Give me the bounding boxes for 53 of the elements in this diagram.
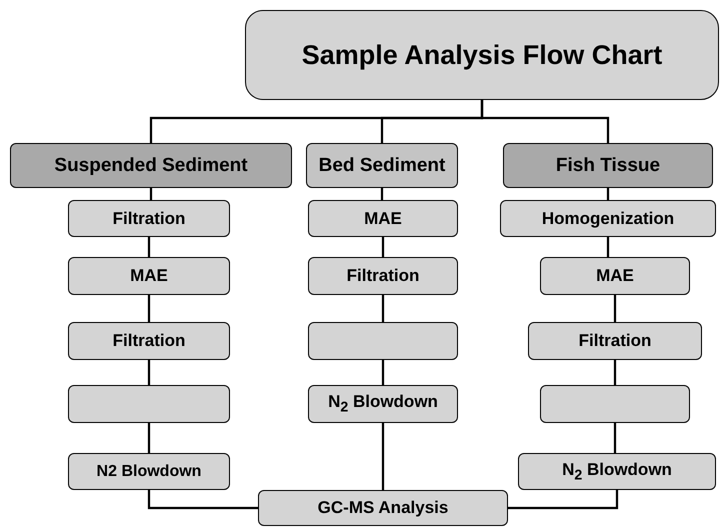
process-box (308, 257, 458, 295)
step-label: Filtration (578, 331, 652, 351)
process-box (500, 200, 716, 237)
connector-line (480, 100, 610, 143)
step-label: Filtration (112, 208, 186, 228)
connector-line (148, 237, 150, 257)
step-label: MAE (130, 266, 168, 286)
process-box (258, 490, 508, 526)
step-label: MAE (596, 266, 634, 286)
process-box (68, 200, 230, 237)
connector-line (614, 295, 616, 322)
step-label: N$_{2}$ Blowdown (328, 392, 438, 416)
connector-line (614, 423, 616, 453)
process-box (10, 143, 292, 188)
step-label: Suspended Sediment (54, 154, 248, 176)
process-box (68, 257, 230, 295)
connector-line (382, 423, 384, 490)
process-box (528, 322, 702, 360)
connector-line (148, 295, 150, 322)
connector-line (606, 237, 610, 257)
connector-line (148, 423, 150, 453)
step-label: GC-MS Analysis (318, 498, 448, 518)
step-label: MAE (364, 208, 402, 228)
step-label: Filtration (346, 266, 420, 286)
connector-line (606, 188, 610, 200)
connector-line (382, 237, 384, 257)
step-label: Filtration (112, 331, 186, 351)
connector-line (148, 360, 150, 385)
empty-box (68, 385, 230, 423)
connector-line (614, 360, 616, 385)
step-label: Homogenization (542, 208, 674, 228)
process-box (68, 453, 230, 490)
empty-box (540, 385, 690, 423)
connector-line (148, 490, 258, 510)
step-label: N2 Blowdown (96, 462, 202, 480)
process-box (306, 143, 458, 188)
step-label: Fish Tissue (556, 154, 660, 176)
process-box (518, 453, 716, 490)
process-box (503, 143, 713, 188)
connector-line (508, 490, 618, 510)
connector-line (382, 360, 384, 385)
empty-box (308, 322, 458, 360)
connector-line (150, 188, 152, 200)
connector-line (382, 295, 384, 322)
title-box (245, 10, 719, 100)
process-box (308, 385, 458, 423)
process-box (308, 200, 458, 237)
connector-line (380, 188, 384, 200)
title-text: Sample Analysis Flow Chart (302, 40, 662, 70)
process-box (68, 322, 230, 360)
step-label: Bed Sediment (318, 154, 446, 176)
step-label: N$_{2}$ Blowdown (562, 460, 672, 484)
process-box (540, 257, 690, 295)
